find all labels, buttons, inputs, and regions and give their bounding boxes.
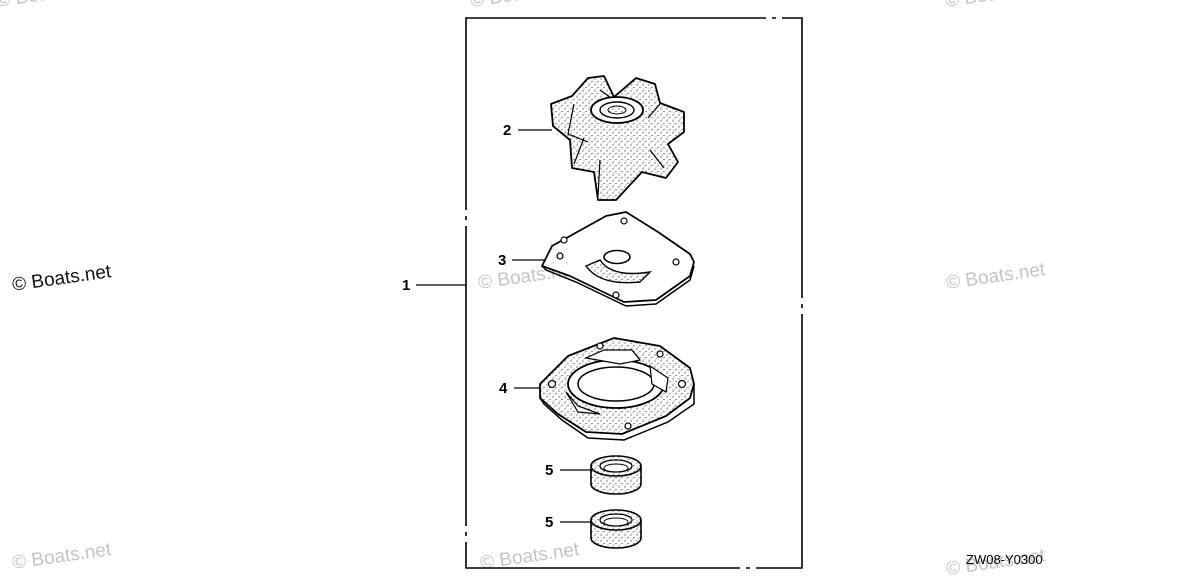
callout-label-seal-lower: 5 (545, 514, 553, 531)
impeller-part (550, 75, 685, 201)
oil-seal-lower (590, 509, 642, 549)
callout-4: 4 (499, 380, 540, 397)
callout-label-kit: 1 (402, 277, 410, 294)
callout-1: 1 (402, 277, 466, 294)
callout-label-impeller: 2 (503, 122, 511, 139)
gasket-part (539, 337, 695, 441)
callout-label-seal-upper: 5 (545, 462, 553, 479)
callout-3: 3 (498, 252, 546, 269)
diagram-code: ZW08-Y0300 (966, 552, 1043, 567)
callout-label-gasket: 4 (499, 380, 508, 397)
callout-2: 2 (503, 122, 552, 139)
kit-frame (465, 17, 803, 569)
plate-part (541, 211, 695, 307)
oil-seal-upper (590, 455, 642, 495)
callout-5-upper: 5 (545, 462, 592, 479)
callout-label-plate: 3 (498, 252, 506, 269)
callout-5-lower: 5 (545, 514, 592, 531)
